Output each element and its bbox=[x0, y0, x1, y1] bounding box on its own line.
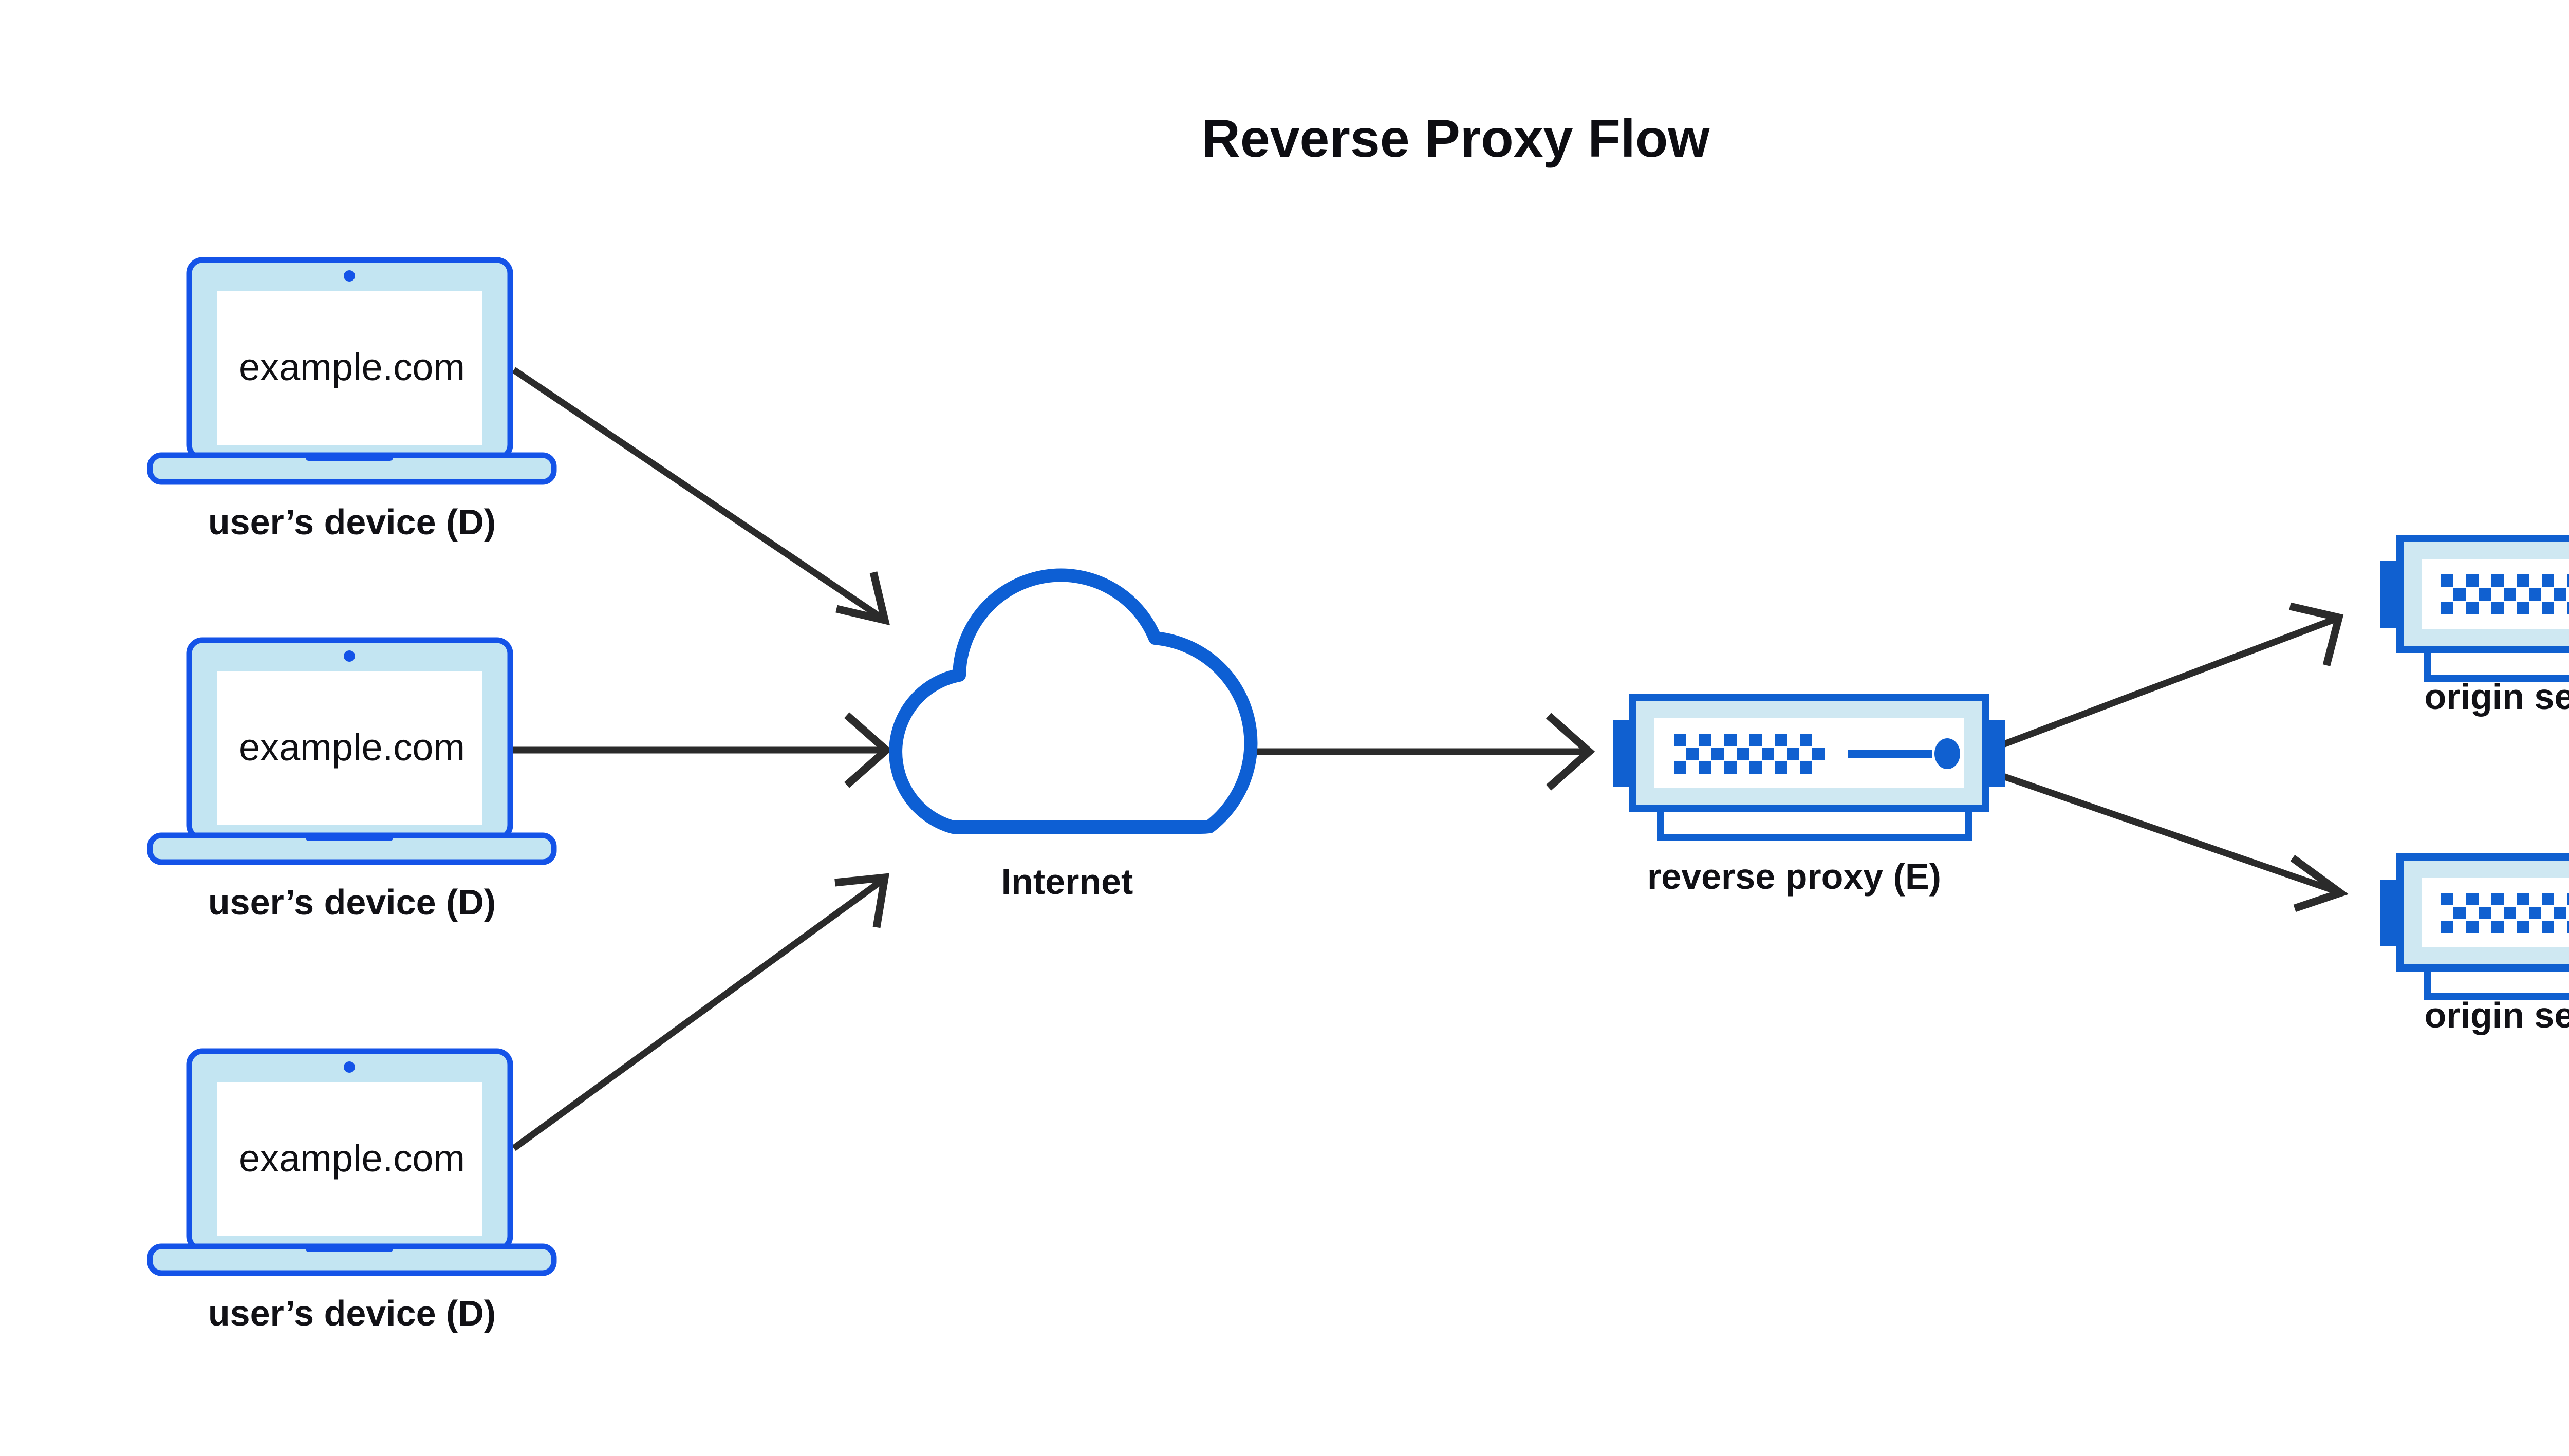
conn-client-top-to-internet bbox=[512, 367, 890, 626]
origin-server-node-top[interactable]: origin server (F) bbox=[2380, 538, 2569, 717]
reverse-proxy-label: reverse proxy (E) bbox=[1647, 856, 1941, 897]
server-icon bbox=[2380, 538, 2569, 678]
client-label-middle: user’s device (D) bbox=[208, 882, 496, 922]
conn-proxy-to-origin-bottom bbox=[2000, 772, 2349, 912]
connector-layer bbox=[501, 367, 2349, 1151]
client-node-bottom[interactable]: example.com user’s device (D) bbox=[150, 1051, 554, 1333]
conn-client-bottom-to-internet bbox=[512, 873, 889, 1151]
client-node-middle[interactable]: example.com user’s device (D) bbox=[150, 640, 554, 922]
origin-server-node-bottom[interactable]: origin server (F) bbox=[2380, 857, 2569, 1035]
origin-server-label-top: origin server (F) bbox=[2425, 677, 2569, 717]
client-label-bottom: user’s device (D) bbox=[208, 1293, 496, 1333]
page-title: Reverse Proxy Flow bbox=[1202, 109, 1710, 169]
internet-label: Internet bbox=[1001, 862, 1133, 902]
conn-proxy-to-origin-top bbox=[2000, 602, 2344, 749]
server-icon bbox=[2380, 857, 2569, 997]
client-node-top[interactable]: example.com user’s device (D) bbox=[150, 260, 554, 542]
laptop-screen-url: example.com bbox=[239, 1137, 465, 1180]
conn-internet-to-proxy bbox=[1237, 713, 1595, 791]
laptop-screen-url: example.com bbox=[239, 726, 465, 769]
reverse-proxy-node[interactable]: reverse proxy (E) bbox=[1613, 698, 2005, 897]
internet-node[interactable]: Internet bbox=[889, 568, 1258, 902]
client-label-top: user’s device (D) bbox=[208, 502, 496, 542]
cloud-icon bbox=[889, 568, 1258, 834]
laptop-screen-url: example.com bbox=[239, 346, 465, 388]
server-icon bbox=[1613, 698, 2005, 837]
conn-client-middle-to-internet bbox=[501, 712, 892, 788]
origin-server-label-bottom: origin server (F) bbox=[2425, 995, 2569, 1035]
